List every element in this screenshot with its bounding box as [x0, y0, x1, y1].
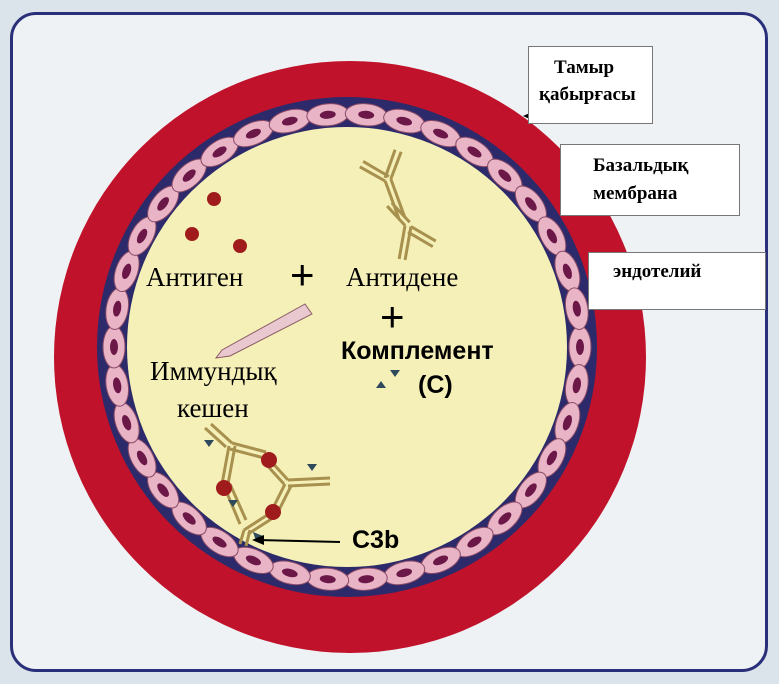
vessel-wall-label-1: Тамыр	[554, 57, 615, 78]
complement-marker	[307, 464, 317, 471]
cell-nucleus	[212, 146, 227, 158]
antibody-label: Антидене	[346, 262, 459, 292]
cell-nucleus	[498, 512, 512, 525]
antigen-dot	[185, 227, 199, 241]
cell-nucleus	[182, 169, 196, 182]
antigen-dot	[216, 480, 232, 496]
plus-sign: +	[290, 251, 315, 298]
cell-nucleus	[319, 110, 336, 119]
vessel-lumen	[127, 127, 567, 567]
basement-membrane-label-1: Базальдық	[593, 155, 689, 176]
cell-nucleus	[562, 263, 572, 280]
c3b-pointer	[257, 539, 341, 543]
complement-marker	[376, 381, 386, 388]
vessel-wall-label-2: қабырғасы	[539, 84, 636, 105]
cell-nucleus	[525, 483, 537, 497]
complement-marker	[228, 500, 238, 507]
callout-vessel-wall: Тамыр қабырғасы	[528, 46, 653, 124]
cell-nucleus	[433, 555, 449, 566]
immune-complex	[203, 422, 331, 547]
antibody-icon	[359, 149, 406, 220]
cell-nucleus	[358, 110, 375, 119]
cell-nucleus	[572, 377, 581, 394]
antigen-dot	[233, 239, 247, 253]
antigen-dot	[261, 452, 277, 468]
cell-nucleus	[281, 568, 298, 578]
cell-nucleus	[122, 263, 132, 280]
cell-nucleus	[113, 377, 122, 394]
cell-nucleus	[396, 568, 413, 578]
cell-nucleus	[433, 128, 449, 139]
plus-sign: +	[380, 293, 405, 340]
c3b-label: C3b	[352, 526, 400, 554]
cell-nucleus	[576, 339, 584, 355]
cell-nucleus	[245, 555, 261, 566]
cell-nucleus	[212, 536, 227, 548]
antibody-icon	[386, 201, 437, 261]
cell-nucleus	[136, 228, 148, 244]
cell-nucleus	[182, 512, 196, 525]
callout-endothelium: эндотелий	[588, 252, 766, 310]
complement-marker	[390, 370, 400, 377]
complement-label: Комплемент	[341, 337, 494, 365]
antigen-dot	[207, 192, 221, 206]
endothelium-layer	[102, 103, 592, 591]
cell-nucleus	[572, 300, 581, 317]
endothelium-label: эндотелий	[613, 261, 702, 282]
cell-nucleus	[157, 197, 169, 211]
callout-basement-membrane: Базальдық мембрана	[560, 144, 740, 216]
cell-nucleus	[525, 197, 537, 211]
complement-marker	[204, 440, 214, 447]
cell-nucleus	[281, 116, 298, 126]
cell-nucleus	[319, 575, 336, 584]
cell-nucleus	[245, 128, 261, 139]
cell-nucleus	[358, 575, 375, 584]
cell-nucleus	[498, 169, 512, 182]
cell-nucleus	[113, 300, 122, 317]
cell-nucleus	[546, 450, 558, 466]
cell-nucleus	[562, 414, 572, 431]
cell-nucleus	[110, 339, 118, 355]
cell-nucleus	[122, 414, 132, 431]
cell-nucleus	[467, 146, 482, 158]
antigen-label: Антиген	[146, 262, 244, 292]
antigen-dot	[265, 504, 281, 520]
cell-nucleus	[136, 450, 148, 466]
cell-nucleus	[157, 483, 169, 497]
cell-nucleus	[467, 536, 482, 548]
cell-nucleus	[546, 228, 558, 244]
basement-membrane-label-2: мембрана	[593, 183, 678, 204]
reaction-arrow	[214, 303, 313, 359]
c3b-arrowhead	[252, 535, 264, 545]
complement-symbol: (C)	[418, 371, 453, 399]
cell-nucleus	[396, 116, 413, 126]
immune-complex-label-2: кешен	[177, 393, 249, 423]
immune-complex-label-1: Иммундық	[150, 356, 277, 386]
